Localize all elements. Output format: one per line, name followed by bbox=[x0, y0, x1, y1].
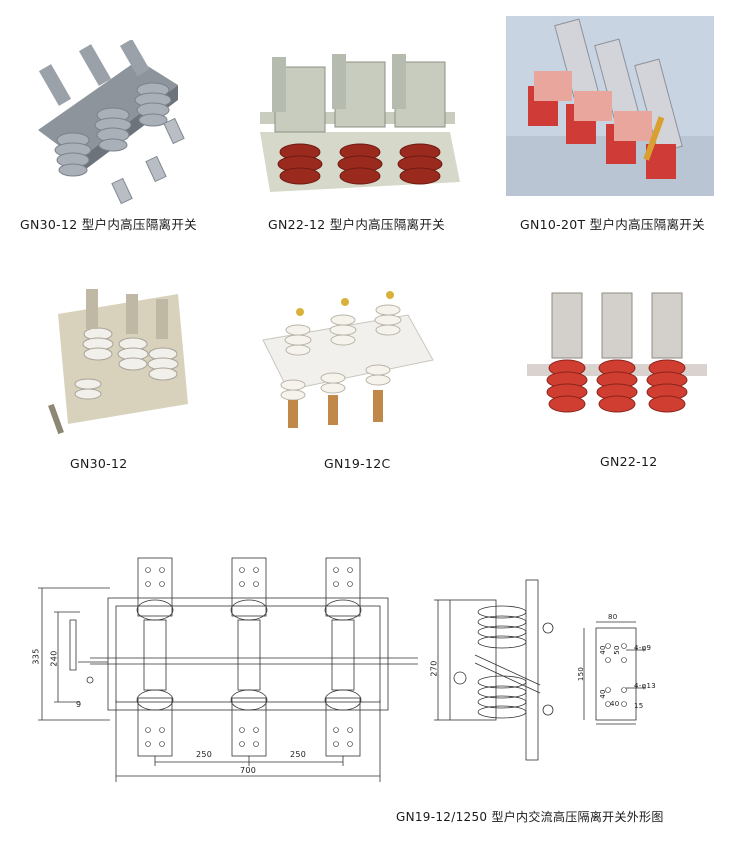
outline-drawing bbox=[38, 557, 646, 782]
dim-4-phi9: 4-φ9 bbox=[634, 644, 652, 652]
dim-700: 700 bbox=[240, 766, 257, 775]
caption-gn19-12c: GN19-12C bbox=[324, 456, 391, 471]
product-photo-gn30-12-beige bbox=[48, 289, 188, 435]
dim-40-top: 40 bbox=[598, 645, 607, 655]
caption-gn30-12-type: GN30-12 型户内高压隔离开关 bbox=[20, 217, 197, 232]
product-photo-gn10-20t bbox=[506, 16, 714, 196]
dim-250-right: 250 bbox=[290, 750, 307, 759]
dim-40-base: 40 bbox=[610, 700, 620, 708]
product-photo-gn22-12 bbox=[260, 54, 460, 192]
dim-250-left: 250 bbox=[196, 750, 213, 759]
product-photo-gn19-12c bbox=[262, 291, 434, 428]
dim-4-phi13: 4-φ13 bbox=[634, 682, 657, 690]
dim-270: 270 bbox=[429, 660, 439, 677]
drawing-caption: GN19-12/1250 型户内交流高压隔离开关外形图 bbox=[396, 810, 664, 824]
dim-240: 240 bbox=[49, 650, 59, 667]
dim-80: 80 bbox=[608, 613, 618, 621]
caption-gn22-12: GN22-12 bbox=[600, 454, 658, 469]
caption-gn30-12: GN30-12 bbox=[70, 456, 128, 471]
dim-50: 50 bbox=[612, 645, 621, 655]
dim-150: 150 bbox=[577, 666, 586, 682]
product-photo-gn30-12-grey bbox=[38, 40, 185, 205]
dim-15: 15 bbox=[634, 702, 644, 710]
caption-gn22-12-type: GN22-12 型户内高压隔离开关 bbox=[268, 217, 445, 232]
dim-335: 335 bbox=[31, 648, 41, 665]
dim-9: 9 bbox=[76, 700, 82, 709]
caption-gn10-20t-type: GN10-20T 型户内高压隔离开关 bbox=[520, 217, 705, 232]
dim-40-bottom: 40 bbox=[598, 689, 607, 699]
product-photo-gn22-12-red bbox=[527, 292, 707, 413]
